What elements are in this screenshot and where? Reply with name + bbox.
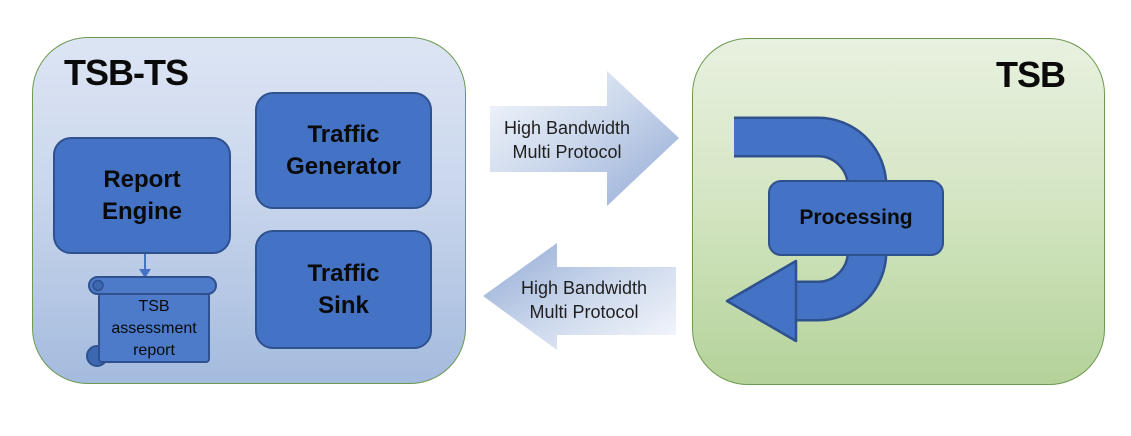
traffic-sink-box: Traffic Sink <box>255 230 432 349</box>
processing-box: Processing <box>768 180 944 256</box>
arrow-to-tsb-label: High Bandwidth Multi Protocol <box>503 118 631 163</box>
right-panel-title: TSB <box>996 54 1066 95</box>
processing-label: Processing <box>799 206 913 230</box>
traffic-sink-label: Traffic Sink <box>307 260 380 319</box>
arrow-to-tsb-ts-label: High Bandwidth Multi Protocol <box>520 278 648 323</box>
report-engine-box: Report Engine <box>53 137 231 254</box>
left-panel-title: TSB-TS <box>64 52 189 93</box>
report-engine-label: Report Engine <box>101 166 182 225</box>
traffic-generator-box: Traffic Generator <box>255 92 432 209</box>
traffic-generator-label: Traffic Generator <box>286 121 401 180</box>
assessment-report-label: TSB assessment report <box>111 298 197 360</box>
